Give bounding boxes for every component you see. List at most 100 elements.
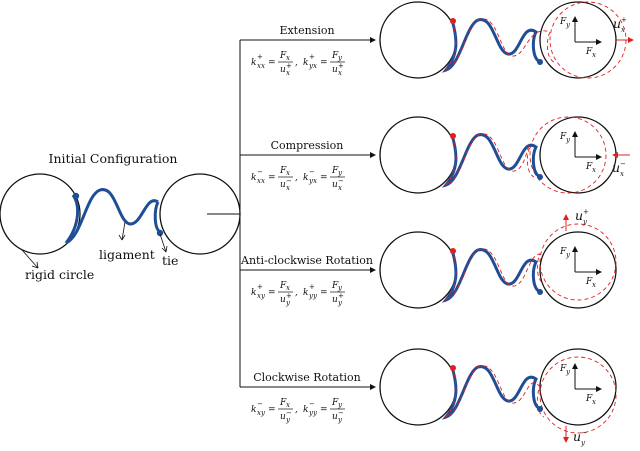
svg-text:,: , bbox=[295, 405, 298, 415]
right-tie bbox=[153, 201, 162, 234]
right-tie-node bbox=[156, 229, 164, 237]
svg-text:,: , bbox=[295, 173, 298, 183]
fy-label: F bbox=[559, 364, 567, 374]
denominator-sup: − bbox=[286, 177, 292, 185]
k-superscript: − bbox=[309, 168, 315, 176]
fy-label: F bbox=[559, 17, 567, 27]
fx-arrowhead bbox=[596, 386, 602, 392]
ligament-curve bbox=[441, 18, 541, 73]
denominator-sub: y bbox=[337, 416, 343, 424]
fx-subscript: x bbox=[592, 51, 596, 59]
svg-text:,: , bbox=[295, 288, 298, 298]
denominator: u bbox=[280, 295, 286, 305]
k-subscript: xy bbox=[257, 292, 266, 300]
circle-pointer-head bbox=[31, 261, 39, 269]
disp-superscript: + bbox=[621, 16, 627, 24]
deformed-ligament bbox=[444, 18, 555, 72]
fy-arrowhead bbox=[572, 16, 578, 22]
numerator: F bbox=[331, 166, 339, 176]
deformed-ligament bbox=[444, 248, 545, 302]
numerator-sub: y bbox=[337, 401, 343, 409]
numerator-sub: x bbox=[286, 54, 290, 62]
denominator-sub: y bbox=[285, 416, 291, 424]
ligament-pointer bbox=[121, 221, 126, 241]
fx-label: F bbox=[585, 162, 593, 172]
denominator: u bbox=[280, 412, 286, 422]
fy-subscript: y bbox=[565, 136, 571, 144]
disp-symbol: u bbox=[613, 16, 621, 31]
k-superscript: + bbox=[309, 283, 315, 291]
numerator: F bbox=[279, 51, 287, 61]
k-subscript: xy bbox=[257, 409, 266, 417]
svg-text:=: = bbox=[320, 288, 328, 298]
tie-pointer bbox=[159, 233, 167, 253]
moving-tie-node bbox=[537, 406, 543, 412]
fy-arrowhead bbox=[572, 363, 578, 369]
k-superscript: − bbox=[257, 400, 263, 408]
branch-connectors bbox=[207, 40, 241, 387]
disp-subscript: x bbox=[620, 170, 624, 178]
disp-arrowhead bbox=[612, 152, 618, 158]
k-subscript: xx bbox=[257, 62, 265, 70]
fx-label: F bbox=[585, 47, 593, 57]
fx-subscript: x bbox=[592, 166, 596, 174]
numerator-sub: x bbox=[286, 401, 290, 409]
branch-arrowhead bbox=[370, 37, 376, 43]
fx-arrowhead bbox=[596, 39, 602, 45]
denominator-sup: − bbox=[338, 409, 344, 417]
initial-title: Initial Configuration bbox=[49, 151, 178, 166]
fy-subscript: y bbox=[565, 368, 571, 376]
k-superscript: − bbox=[257, 168, 263, 176]
tie-pointer-head bbox=[161, 245, 168, 253]
numerator-sub: x bbox=[286, 284, 290, 292]
denominator-sub: x bbox=[286, 69, 290, 77]
moving-rigid-circle bbox=[539, 231, 617, 309]
label-tie: tie bbox=[162, 253, 178, 268]
k-symbol: k bbox=[303, 288, 308, 298]
denominator-sub: y bbox=[337, 299, 343, 307]
svg-text:=: = bbox=[268, 405, 276, 415]
circle-pointer bbox=[21, 249, 39, 269]
k-symbol: k bbox=[251, 405, 256, 415]
deformed-ligament bbox=[444, 133, 535, 187]
fixed-tie-node bbox=[450, 133, 456, 139]
denominator: u bbox=[332, 412, 338, 422]
denominator-sup: − bbox=[286, 409, 292, 417]
fx-arrowhead bbox=[596, 269, 602, 275]
disp-symbol: u bbox=[612, 160, 620, 175]
denominator: u bbox=[280, 180, 286, 190]
ligament-curve bbox=[65, 188, 159, 245]
ligament-curve bbox=[441, 133, 541, 188]
k-superscript: + bbox=[257, 283, 263, 291]
displaced-circle bbox=[539, 223, 617, 301]
disp-superscript: + bbox=[583, 208, 589, 216]
k-superscript: + bbox=[257, 53, 263, 61]
moving-rigid-circle bbox=[539, 116, 617, 194]
displaced-circle bbox=[529, 116, 607, 194]
k-subscript: yx bbox=[308, 177, 317, 185]
moving-tie-node bbox=[537, 59, 543, 65]
numerator: F bbox=[331, 281, 339, 291]
k-subscript: yy bbox=[308, 409, 318, 417]
svg-text:,: , bbox=[295, 58, 298, 68]
denominator: u bbox=[280, 65, 286, 75]
numerator: F bbox=[331, 398, 339, 408]
k-subscript: yx bbox=[308, 62, 317, 70]
ligament-curve bbox=[441, 365, 541, 420]
moving-rigid-circle bbox=[539, 1, 617, 79]
fy-label: F bbox=[559, 132, 567, 142]
disp-arrowhead bbox=[563, 214, 569, 220]
disp-symbol: u bbox=[575, 208, 583, 223]
